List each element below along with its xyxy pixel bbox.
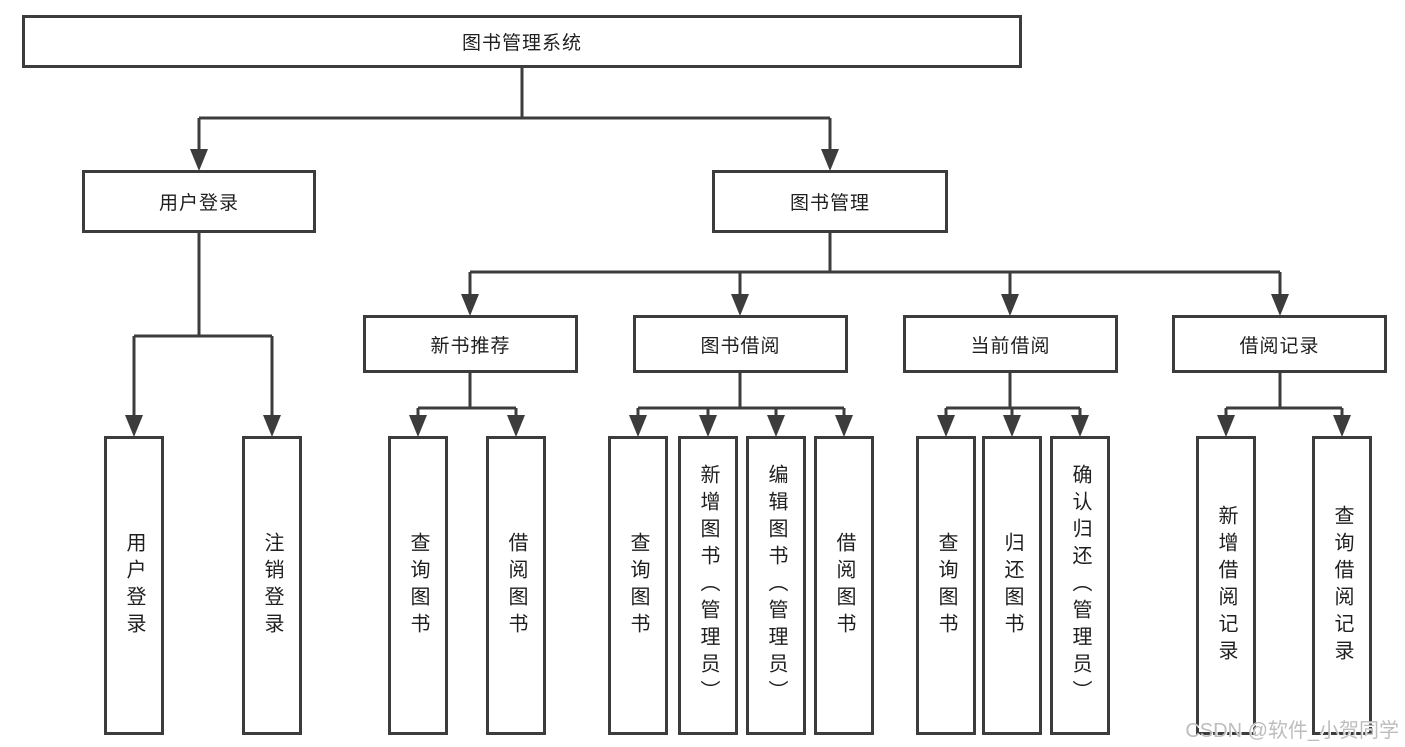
node-library-management-system: 图书管理系统 xyxy=(22,15,1022,68)
leaf-add-books-admin: 新增图书（管理员） xyxy=(678,436,738,735)
node-label: 图书管理 xyxy=(789,193,870,214)
leaf-label: 查询图书 xyxy=(407,531,429,640)
node-label: 图书管理系统 xyxy=(461,33,582,54)
arrowheads xyxy=(125,149,1351,437)
node-new-book-recommendation: 新书推荐 xyxy=(363,315,578,373)
leaf-edit-books-admin: 编辑图书（管理员） xyxy=(746,436,806,735)
leaf-confirm-return-admin: 确认归还（管理员） xyxy=(1050,436,1110,735)
leaf-query-books-recommend: 查询图书 xyxy=(388,436,448,735)
leaf-query-books-borrow: 查询图书 xyxy=(608,436,668,735)
leaf-add-borrow-record: 新增借阅记录 xyxy=(1196,436,1256,735)
node-label: 借阅记录 xyxy=(1239,335,1320,357)
leaf-logout: 注销登录 xyxy=(242,436,302,735)
leaf-label: 编辑图书（管理员） xyxy=(765,464,787,707)
leaf-label: 新增图书（管理员） xyxy=(697,464,719,707)
node-label: 当前借阅 xyxy=(970,335,1051,357)
leaf-label: 注销登录 xyxy=(261,531,283,640)
leaf-return-books: 归还图书 xyxy=(982,436,1042,735)
leaf-label: 借阅图书 xyxy=(505,531,527,640)
node-user-login: 用户登录 xyxy=(82,170,316,233)
leaf-label: 确认归还（管理员） xyxy=(1069,464,1091,707)
leaf-query-borrow-record: 查询借阅记录 xyxy=(1312,436,1372,735)
leaf-borrow-books: 借阅图书 xyxy=(814,436,874,735)
node-label: 用户登录 xyxy=(158,193,239,214)
leaf-label: 用户登录 xyxy=(123,531,145,640)
leaf-user-login: 用户登录 xyxy=(104,436,164,735)
leaf-label: 查询图书 xyxy=(935,531,957,640)
node-label: 新书推荐 xyxy=(430,335,511,357)
node-current-borrowing: 当前借阅 xyxy=(903,315,1118,373)
leaf-label: 借阅图书 xyxy=(833,531,855,640)
node-label: 图书借阅 xyxy=(700,335,781,357)
leaf-label: 归还图书 xyxy=(1001,531,1023,640)
leaf-borrow-books-recommend: 借阅图书 xyxy=(486,436,546,735)
leaf-label: 新增借阅记录 xyxy=(1215,504,1237,667)
leaf-label: 查询借阅记录 xyxy=(1331,504,1353,667)
leaf-query-books-current: 查询图书 xyxy=(916,436,976,735)
node-borrowing-records: 借阅记录 xyxy=(1172,315,1387,373)
node-book-management: 图书管理 xyxy=(712,170,948,233)
node-book-borrowing: 图书借阅 xyxy=(633,315,848,373)
leaf-label: 查询图书 xyxy=(627,531,649,640)
csdn-watermark: CSDN @软件_小贺同学 xyxy=(1185,720,1399,742)
